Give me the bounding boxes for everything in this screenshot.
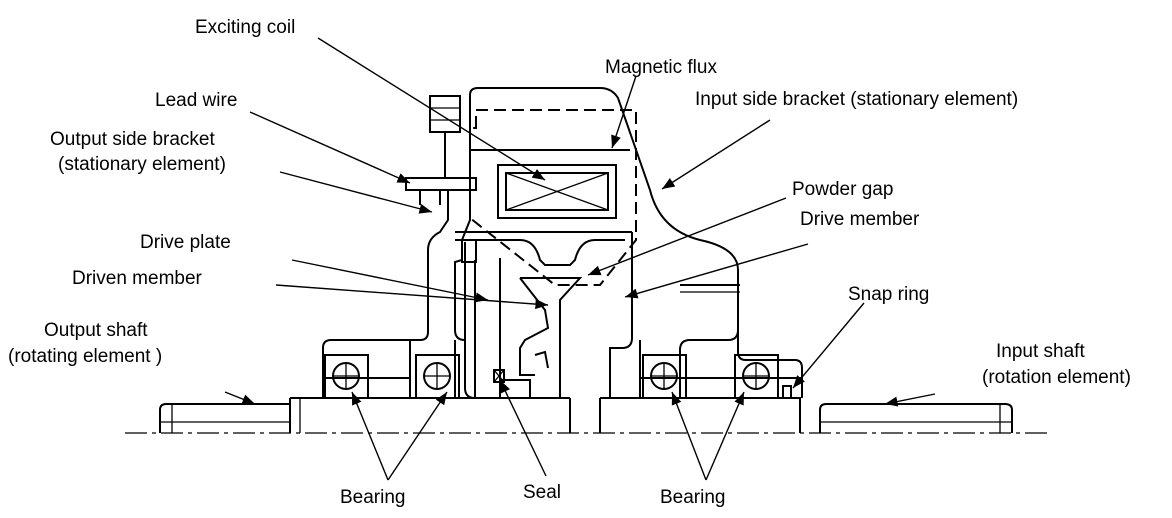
label-input-shaft-sub: (rotation element) <box>982 367 1131 388</box>
label-input-shaft: Input shaft <box>996 341 1085 362</box>
label-lead-wire: Lead wire <box>155 90 237 111</box>
bearing-4 <box>734 354 779 399</box>
input-side-bracket <box>469 87 803 398</box>
output-shaft <box>159 397 570 433</box>
label-output-side-bracket: Output side bracket <box>50 129 215 150</box>
leader-lines <box>224 37 936 481</box>
label-seal: Seal <box>523 482 561 503</box>
magnetic-flux-path <box>469 109 637 286</box>
label-powder-gap: Powder gap <box>792 179 893 200</box>
label-input-side-bracket: Input side bracket (stationary element) <box>695 89 1018 110</box>
label-magnetic-flux: Magnetic flux <box>605 57 717 78</box>
bearing-3 <box>642 354 687 399</box>
label-bearing-left: Bearing <box>340 487 406 508</box>
label-output-shaft: Output shaft <box>44 320 148 341</box>
bearing-1 <box>324 354 369 399</box>
snap-ring <box>782 385 792 399</box>
drive-plate <box>461 239 490 399</box>
label-drive-plate: Drive plate <box>140 232 231 253</box>
bolt <box>429 95 461 178</box>
label-output-side-bracket-sub: (stationary element) <box>58 154 226 175</box>
label-exciting-coil: Exciting coil <box>195 17 295 38</box>
driven-member <box>499 258 583 398</box>
input-shaft <box>569 397 1013 433</box>
drive-member <box>455 231 633 398</box>
label-drive-member: Drive member <box>800 209 920 230</box>
exciting-coil <box>470 149 630 219</box>
bearing-2 <box>415 354 460 399</box>
label-bearing-right: Bearing <box>660 487 726 508</box>
label-driven-member: Driven member <box>72 268 203 289</box>
label-output-shaft-sub: (rotating element ) <box>8 346 162 367</box>
lead-wire <box>405 177 477 205</box>
label-snap-ring: Snap ring <box>848 284 929 305</box>
